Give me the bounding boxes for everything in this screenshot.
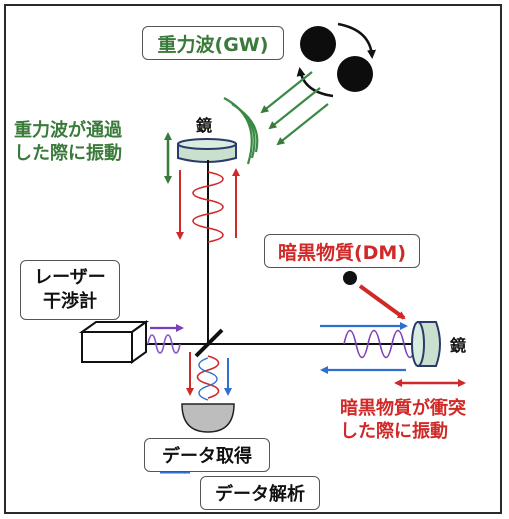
vertical-coil xyxy=(192,171,224,243)
right-mirror xyxy=(411,321,441,367)
detector-coil xyxy=(196,355,220,399)
dm-vibration-line1: 暗黒物質が衝突 xyxy=(340,398,466,419)
gw-vibration-label: 重力波が通過 した際に振動 xyxy=(14,120,122,165)
laser-wave xyxy=(147,334,181,354)
detector-coil-blue xyxy=(198,357,218,401)
data-acquisition-label: データ取得 xyxy=(144,438,270,472)
top-mirror-label: 鏡 xyxy=(196,116,213,135)
dm-title-label: 暗黒物質(DM) xyxy=(264,234,420,268)
black-hole-2 xyxy=(337,56,373,92)
black-hole-1 xyxy=(300,26,336,62)
beam-splitter xyxy=(194,328,224,358)
gw-vibration-line1: 重力波が通過 xyxy=(14,120,122,141)
interferometer-line1: レーザー xyxy=(34,266,106,288)
data-analysis-label: データ解析 xyxy=(200,476,320,510)
dm-vibration-line2: した際に振動 xyxy=(340,420,448,442)
gw-title-label: 重力波(GW) xyxy=(142,26,284,60)
dark-matter-particle xyxy=(343,271,357,285)
gw-vibration-line2: した際に振動 xyxy=(14,142,122,164)
right-mirror-label: 鏡 xyxy=(450,336,467,355)
interferometer-line2: 干渉計 xyxy=(43,291,97,312)
dark-matter-arrow xyxy=(358,284,406,320)
horizontal-coil xyxy=(343,329,417,359)
orbit-arrow-bottom xyxy=(296,67,334,98)
gravitational-wave-arcs xyxy=(223,97,259,165)
dm-vibration-label: 暗黒物質が衝突 した際に振動 xyxy=(340,398,466,443)
orbit-arrow-top xyxy=(337,22,377,59)
laser-source xyxy=(78,320,150,364)
photodetector xyxy=(181,403,235,433)
top-mirror xyxy=(177,138,237,163)
gravitational-wave-arrows xyxy=(260,71,329,146)
interferometer-label: レーザー 干渉計 xyxy=(20,260,120,320)
